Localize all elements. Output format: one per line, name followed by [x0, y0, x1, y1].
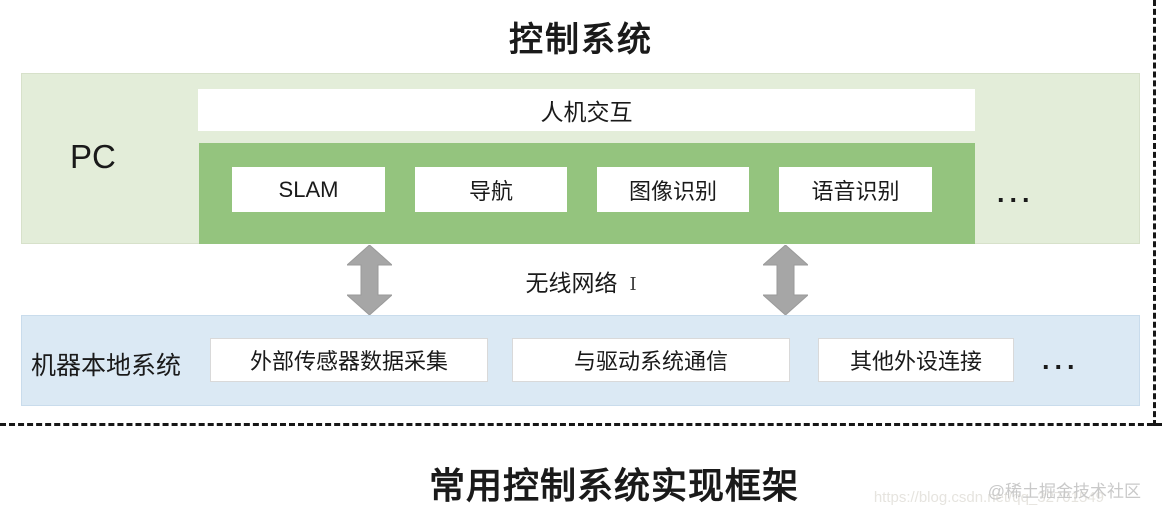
module-slam: SLAM: [232, 167, 385, 212]
network-label-row: 无线网络 I: [0, 264, 1162, 298]
watermark-community: @稀土掘金技术社区: [987, 482, 1141, 501]
dashed-divider-vertical: [1153, 0, 1156, 426]
watermark-url: https://blog.csdn.net/qq_32701549: [873, 489, 1104, 506]
pc-block-label: PC: [70, 138, 116, 175]
module-navigation: 导航: [415, 167, 567, 212]
page-title: 控制系统: [509, 21, 653, 59]
local-more-ellipsis: ...: [1042, 345, 1080, 375]
local-system-label: 机器本地系统: [31, 352, 182, 380]
diagram-caption: 常用控制系统实现框架: [428, 465, 799, 506]
network-label: 无线网络: [525, 270, 618, 296]
module-speech-recognition: 语音识别: [779, 167, 932, 212]
module-drive-system-comm: 与驱动系统通信: [512, 338, 790, 382]
dashed-divider-horizontal: [0, 423, 1162, 426]
pc-more-ellipsis: ...: [997, 178, 1035, 208]
text-cursor-icon: I: [629, 274, 637, 295]
module-sensor-data-collection: 外部传感器数据采集: [210, 338, 488, 382]
module-image-recognition: 图像识别: [597, 167, 749, 212]
up-down-arrow-icon: [763, 245, 808, 315]
hmi-bar: 人机交互: [198, 89, 975, 131]
up-down-arrow-icon: [347, 245, 392, 315]
module-other-peripherals: 其他外设连接: [818, 338, 1014, 382]
